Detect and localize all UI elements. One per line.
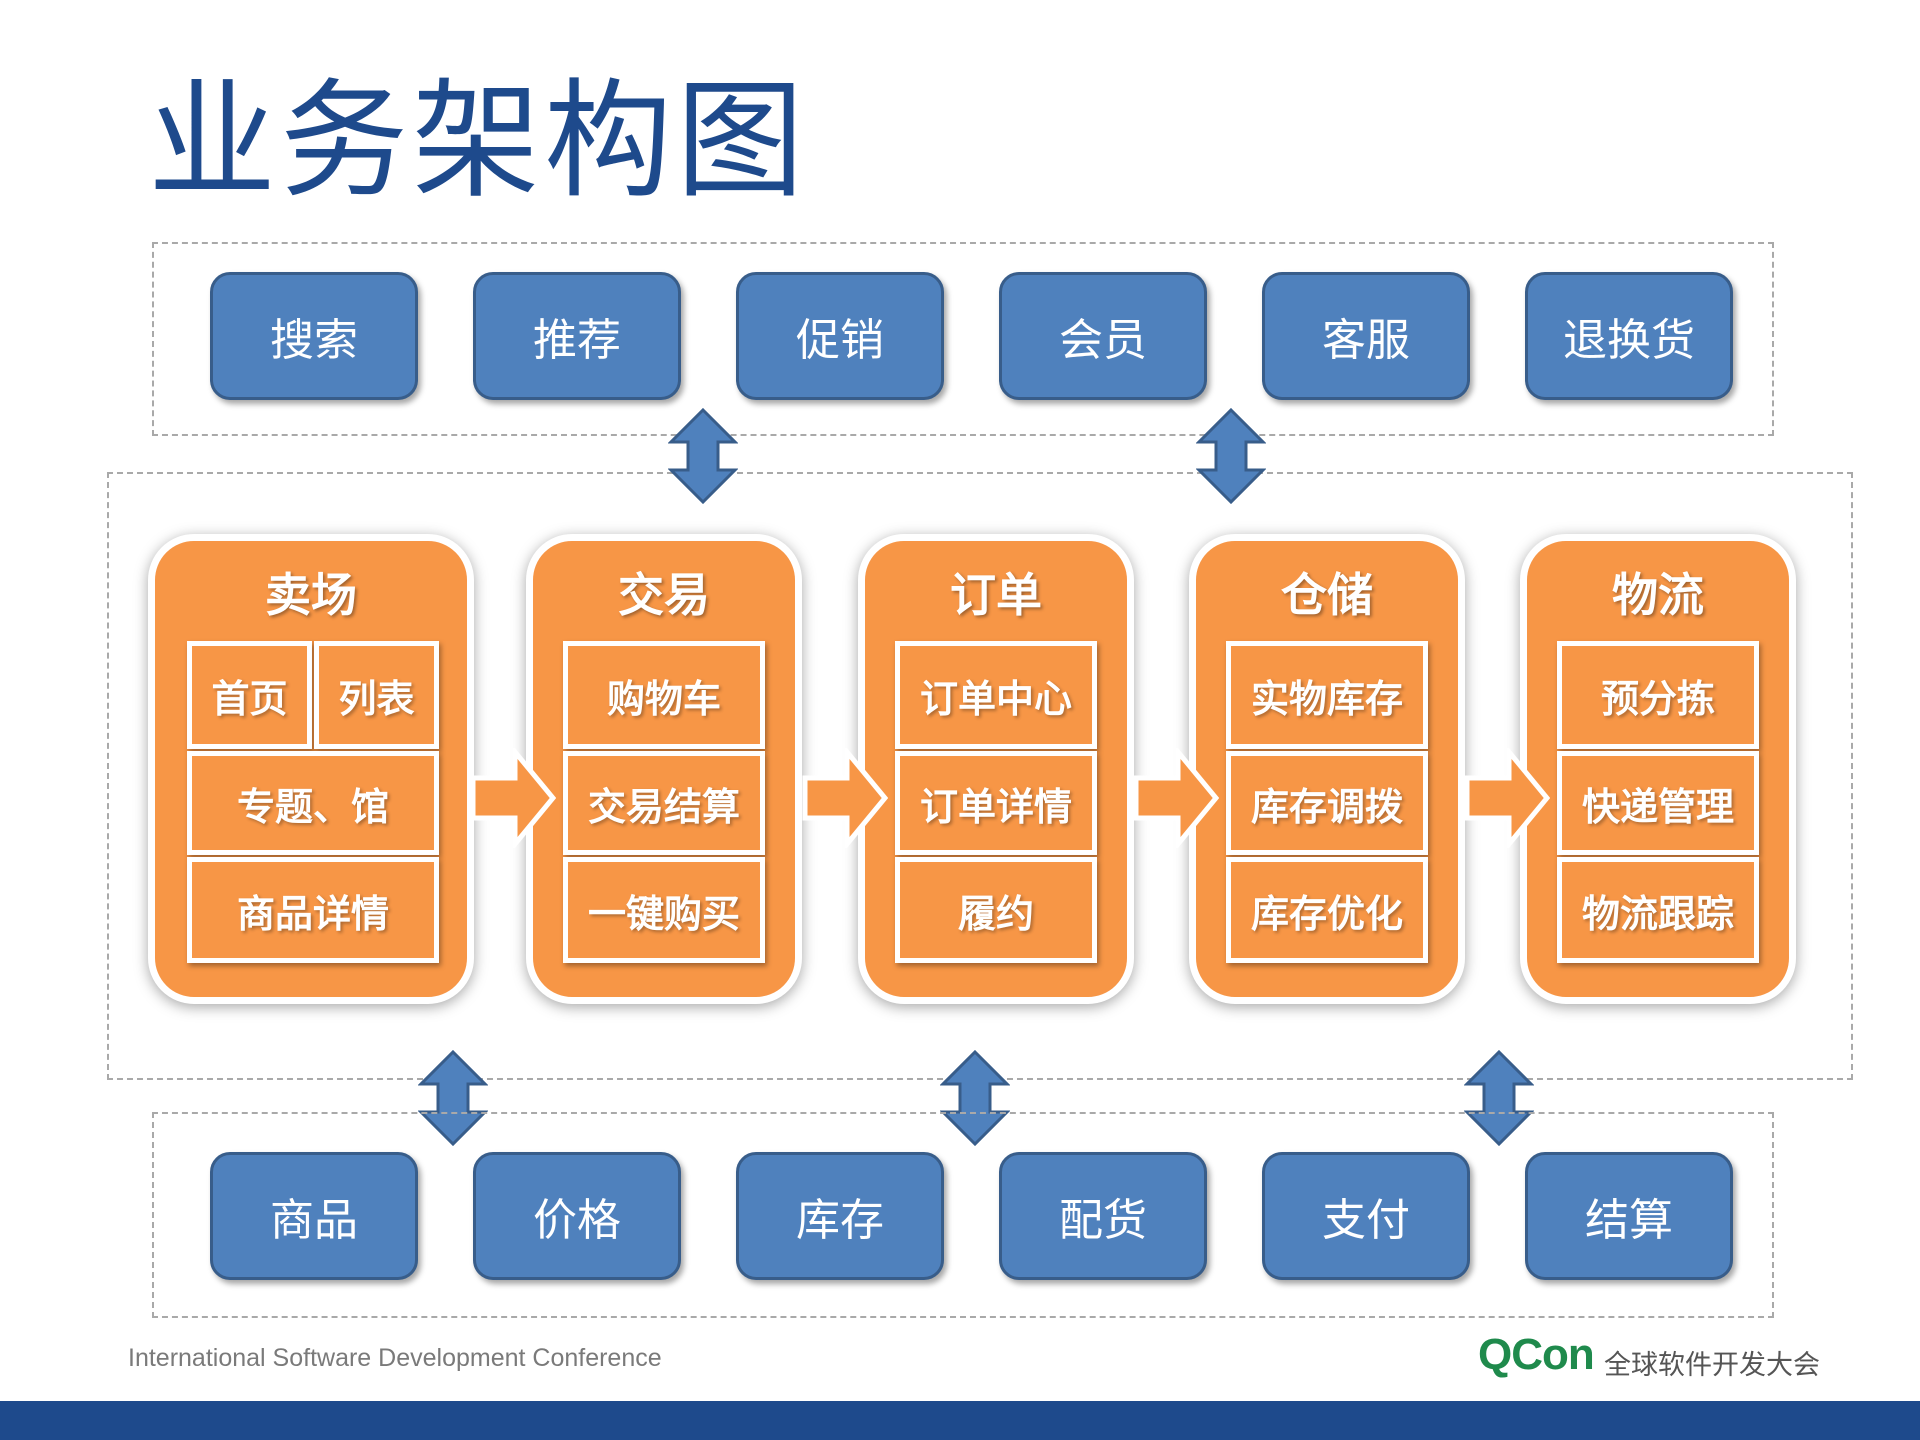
top-services-group bbox=[152, 242, 1774, 436]
module-item[interactable]: 列表 bbox=[314, 641, 439, 749]
module-mall: 卖场 首页 列表 专题、馆 商品详情 bbox=[148, 534, 474, 1004]
bottom-services-group bbox=[152, 1112, 1774, 1318]
module-item[interactable]: 订单中心 bbox=[895, 641, 1097, 749]
service-box-inventory[interactable]: 库存 bbox=[736, 1152, 944, 1280]
service-box-customer-service[interactable]: 客服 bbox=[1262, 272, 1470, 400]
service-box-search[interactable]: 搜索 bbox=[210, 272, 418, 400]
service-box-allocation[interactable]: 配货 bbox=[999, 1152, 1207, 1280]
module-item[interactable]: 履约 bbox=[895, 857, 1097, 963]
flow-arrow-right-icon bbox=[1464, 748, 1550, 848]
module-trade: 交易 购物车 交易结算 一键购买 bbox=[526, 534, 802, 1004]
qcon-subtitle: 全球软件开发大会 bbox=[1604, 1350, 1820, 1381]
service-box-return-exchange[interactable]: 退换货 bbox=[1525, 272, 1733, 400]
module-item[interactable]: 库存优化 bbox=[1226, 857, 1428, 963]
flow-arrow-right-icon bbox=[802, 748, 888, 848]
module-item[interactable]: 预分拣 bbox=[1557, 641, 1759, 749]
module-item[interactable]: 购物车 bbox=[563, 641, 765, 749]
flow-arrow-right-icon bbox=[1133, 748, 1219, 848]
module-item[interactable]: 快递管理 bbox=[1557, 751, 1759, 855]
module-title: 交易 bbox=[618, 568, 710, 622]
module-item[interactable]: 物流跟踪 bbox=[1557, 857, 1759, 963]
module-warehouse: 仓储 实物库存 库存调拨 库存优化 bbox=[1189, 534, 1465, 1004]
double-arrow-vertical-icon bbox=[668, 408, 738, 504]
double-arrow-vertical-icon bbox=[1196, 408, 1266, 504]
module-item[interactable]: 实物库存 bbox=[1226, 641, 1428, 749]
module-item[interactable]: 库存调拨 bbox=[1226, 751, 1428, 855]
module-title: 仓储 bbox=[1281, 568, 1373, 622]
module-item[interactable]: 一键购买 bbox=[563, 857, 765, 963]
qcon-logo: QCon bbox=[1478, 1330, 1595, 1379]
service-box-promotion[interactable]: 促销 bbox=[736, 272, 944, 400]
service-box-product[interactable]: 商品 bbox=[210, 1152, 418, 1280]
conference-name: International Software Development Confe… bbox=[128, 1344, 662, 1372]
service-box-payment[interactable]: 支付 bbox=[1262, 1152, 1470, 1280]
service-box-settlement[interactable]: 结算 bbox=[1525, 1152, 1733, 1280]
module-item[interactable]: 交易结算 bbox=[563, 751, 765, 855]
module-order: 订单 订单中心 订单详情 履约 bbox=[858, 534, 1134, 1004]
footer-bar bbox=[0, 1401, 1920, 1440]
service-box-price[interactable]: 价格 bbox=[473, 1152, 681, 1280]
module-item[interactable]: 专题、馆 bbox=[187, 751, 439, 855]
module-title: 物流 bbox=[1612, 568, 1704, 622]
module-logistics: 物流 预分拣 快递管理 物流跟踪 bbox=[1520, 534, 1796, 1004]
service-box-member[interactable]: 会员 bbox=[999, 272, 1207, 400]
service-box-recommend[interactable]: 推荐 bbox=[473, 272, 681, 400]
module-item[interactable]: 订单详情 bbox=[895, 751, 1097, 855]
flow-arrow-right-icon bbox=[470, 748, 556, 848]
module-item[interactable]: 首页 bbox=[187, 641, 312, 749]
page-title: 业务架构图 bbox=[148, 67, 809, 216]
module-item[interactable]: 商品详情 bbox=[187, 857, 439, 963]
module-title: 卖场 bbox=[265, 568, 357, 622]
module-title: 订单 bbox=[950, 568, 1042, 622]
